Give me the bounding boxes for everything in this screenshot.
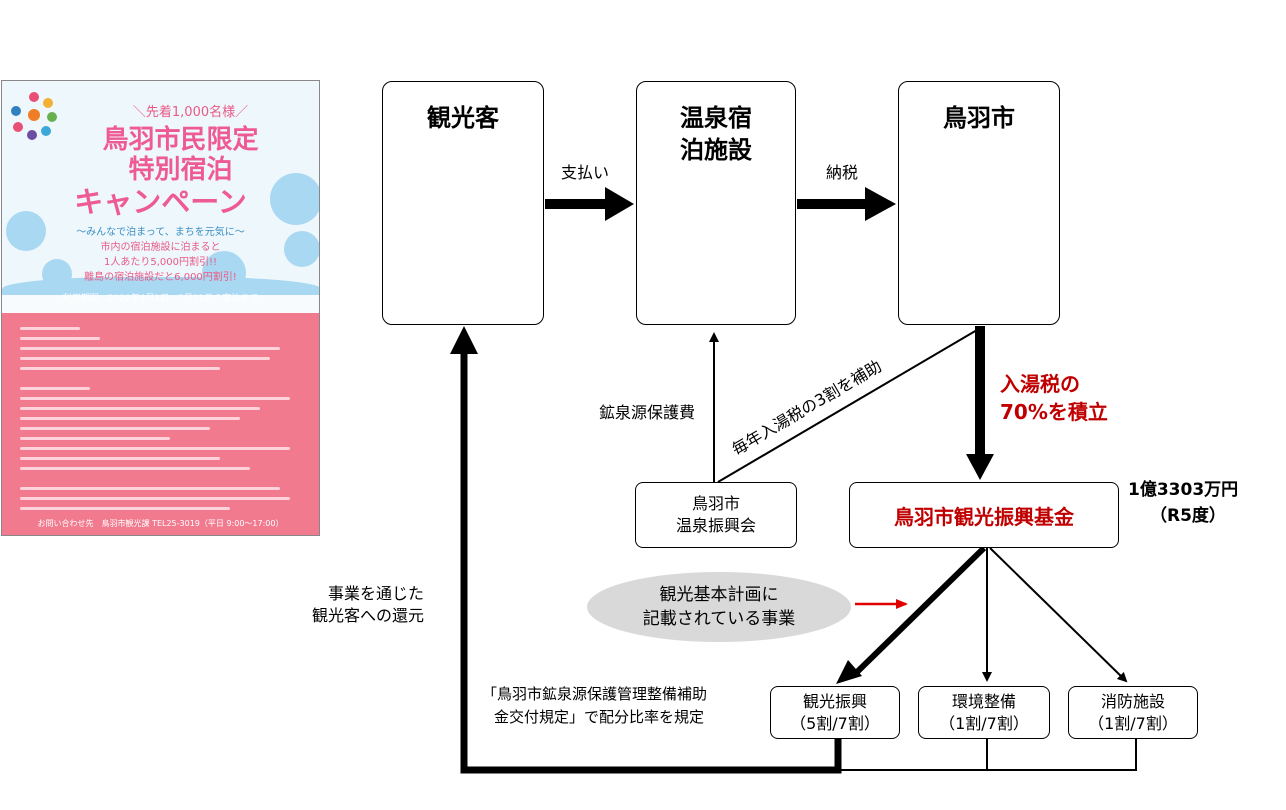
toba-city-node: 鳥羽市 <box>898 81 1060 325</box>
poster-header: ＼先着1,000名様／ <box>132 105 249 120</box>
environment-ratio: （1割/7割） <box>939 713 1029 733</box>
poster-text-line <box>20 347 280 350</box>
poster-title-3: キャンペーン <box>74 185 247 219</box>
poster-title-1: 鳥羽市民限定 <box>102 125 259 155</box>
poster-logo-icon <box>11 92 57 140</box>
branch-fire <box>989 547 1128 683</box>
onsen-facility-title-2: 泊施設 <box>680 136 752 164</box>
fire-facility-label: 消防施設 <box>1100 691 1165 711</box>
tourist-node: 観光客 <box>382 81 544 325</box>
tourist-title: 観光客 <box>427 104 499 132</box>
poster-text-line <box>20 417 240 420</box>
poster-text-line <box>20 387 90 390</box>
tax-label: 納税 <box>826 163 859 182</box>
poster-bubble <box>270 173 319 225</box>
accumulate-label-1: 入湯税の <box>1000 372 1080 396</box>
fund-amount: 1億3303万円 <box>1128 480 1239 500</box>
poster-text-line <box>20 367 220 370</box>
poster-band <box>2 295 319 313</box>
poster-text-line <box>20 497 290 500</box>
poster-text-line <box>20 437 170 440</box>
return-label-1: 事業を通じた <box>328 584 425 603</box>
poster-text-line <box>20 427 210 430</box>
return-path <box>460 352 842 774</box>
onsen-association-line-1: 鳥羽市 <box>691 494 740 513</box>
poster-text-line <box>20 507 230 510</box>
environment-label: 環境整備 <box>951 691 1016 711</box>
plan-note-line-2: 記載されている事業 <box>642 609 796 629</box>
plan-note-line-1: 観光基本計画に <box>659 585 779 605</box>
poster-bubble <box>284 231 319 267</box>
fund-year: （R5度） <box>1150 506 1226 526</box>
onsen-association-node: 鳥羽市 温泉振興会 <box>635 482 797 548</box>
tourism-fund-node: 鳥羽市観光振興基金 <box>849 482 1119 548</box>
return-arrow-head <box>450 326 478 354</box>
poster-text-line <box>20 467 250 470</box>
poster-lead-4: 離島の宿泊施設だと6,000円割引! <box>84 272 237 283</box>
fire-facility-node: 消防施設 （1割/7割） <box>1068 686 1198 739</box>
environment-node: 環境整備 （1割/7割） <box>918 686 1050 739</box>
fire-facility-ratio: （1割/7割） <box>1088 713 1178 733</box>
tourism-promotion-label: 観光振興 <box>802 691 867 711</box>
poster-lead-3: 1人あたり5,000円割引!! <box>103 257 217 268</box>
tourism-promotion-node: 観光振興 （5割/7割） <box>770 686 900 739</box>
tax-arrow <box>797 187 896 221</box>
poster-text-line <box>20 397 290 400</box>
payment-label: 支払い <box>561 163 610 182</box>
poster-text-line <box>20 357 270 360</box>
accumulate-label-2: 70%を積立 <box>1000 400 1108 424</box>
tourism-fund-title: 鳥羽市観光振興基金 <box>894 504 1074 529</box>
poster-period: 利用期間：2020年4月1日～5月31日の宿泊まで <box>62 294 259 304</box>
rule-label-1: 「鳥羽市鉱泉源保護管理整備補助 <box>482 685 708 703</box>
payment-arrow <box>545 187 634 221</box>
rule-label-2: 金交付規定」で配分比率を規定 <box>494 708 705 726</box>
poster-text-line <box>20 447 290 450</box>
poster-title-2: 特別宿泊 <box>128 155 233 185</box>
tourism-promotion-ratio: （5割/7割） <box>790 713 880 733</box>
poster-contact: お問い合わせ先 鳥羽市観光課 TEL25-3019（平日 9:00～17:00） <box>37 519 284 528</box>
poster-text-line <box>20 337 100 340</box>
poster-text-line <box>20 457 220 460</box>
plan-note-ellipse: 観光基本計画に 記載されている事業 <box>587 572 851 642</box>
toba-city-title: 鳥羽市 <box>943 104 1015 132</box>
poster-text-line <box>20 327 80 330</box>
campaign-poster: ＼先着1,000名様／ 鳥羽市民限定 特別宿泊 キャンペーン ～みんなで泊まって… <box>1 80 320 536</box>
branch-tourism <box>852 545 987 677</box>
accumulate-arrow <box>966 326 994 480</box>
onsen-facility-title-1: 温泉宿 <box>680 104 752 132</box>
return-label-2: 観光客への還元 <box>312 606 425 625</box>
onsen-facility-node: 温泉宿 泊施設 <box>636 81 796 325</box>
subsidy-line <box>717 329 978 483</box>
onsen-association-line-2: 温泉振興会 <box>675 516 756 535</box>
poster-text-line <box>20 487 280 490</box>
poster-text-line <box>20 407 260 410</box>
poster-lead-1: ～みんなで泊まって、まちを元気に～ <box>76 227 245 238</box>
poster-lead-2: 市内の宿泊施設に泊まると <box>100 242 221 253</box>
branch-tourism-head <box>836 660 862 684</box>
spring-protection-label: 鉱泉源保護費 <box>599 403 696 422</box>
poster-bubble <box>6 211 46 251</box>
